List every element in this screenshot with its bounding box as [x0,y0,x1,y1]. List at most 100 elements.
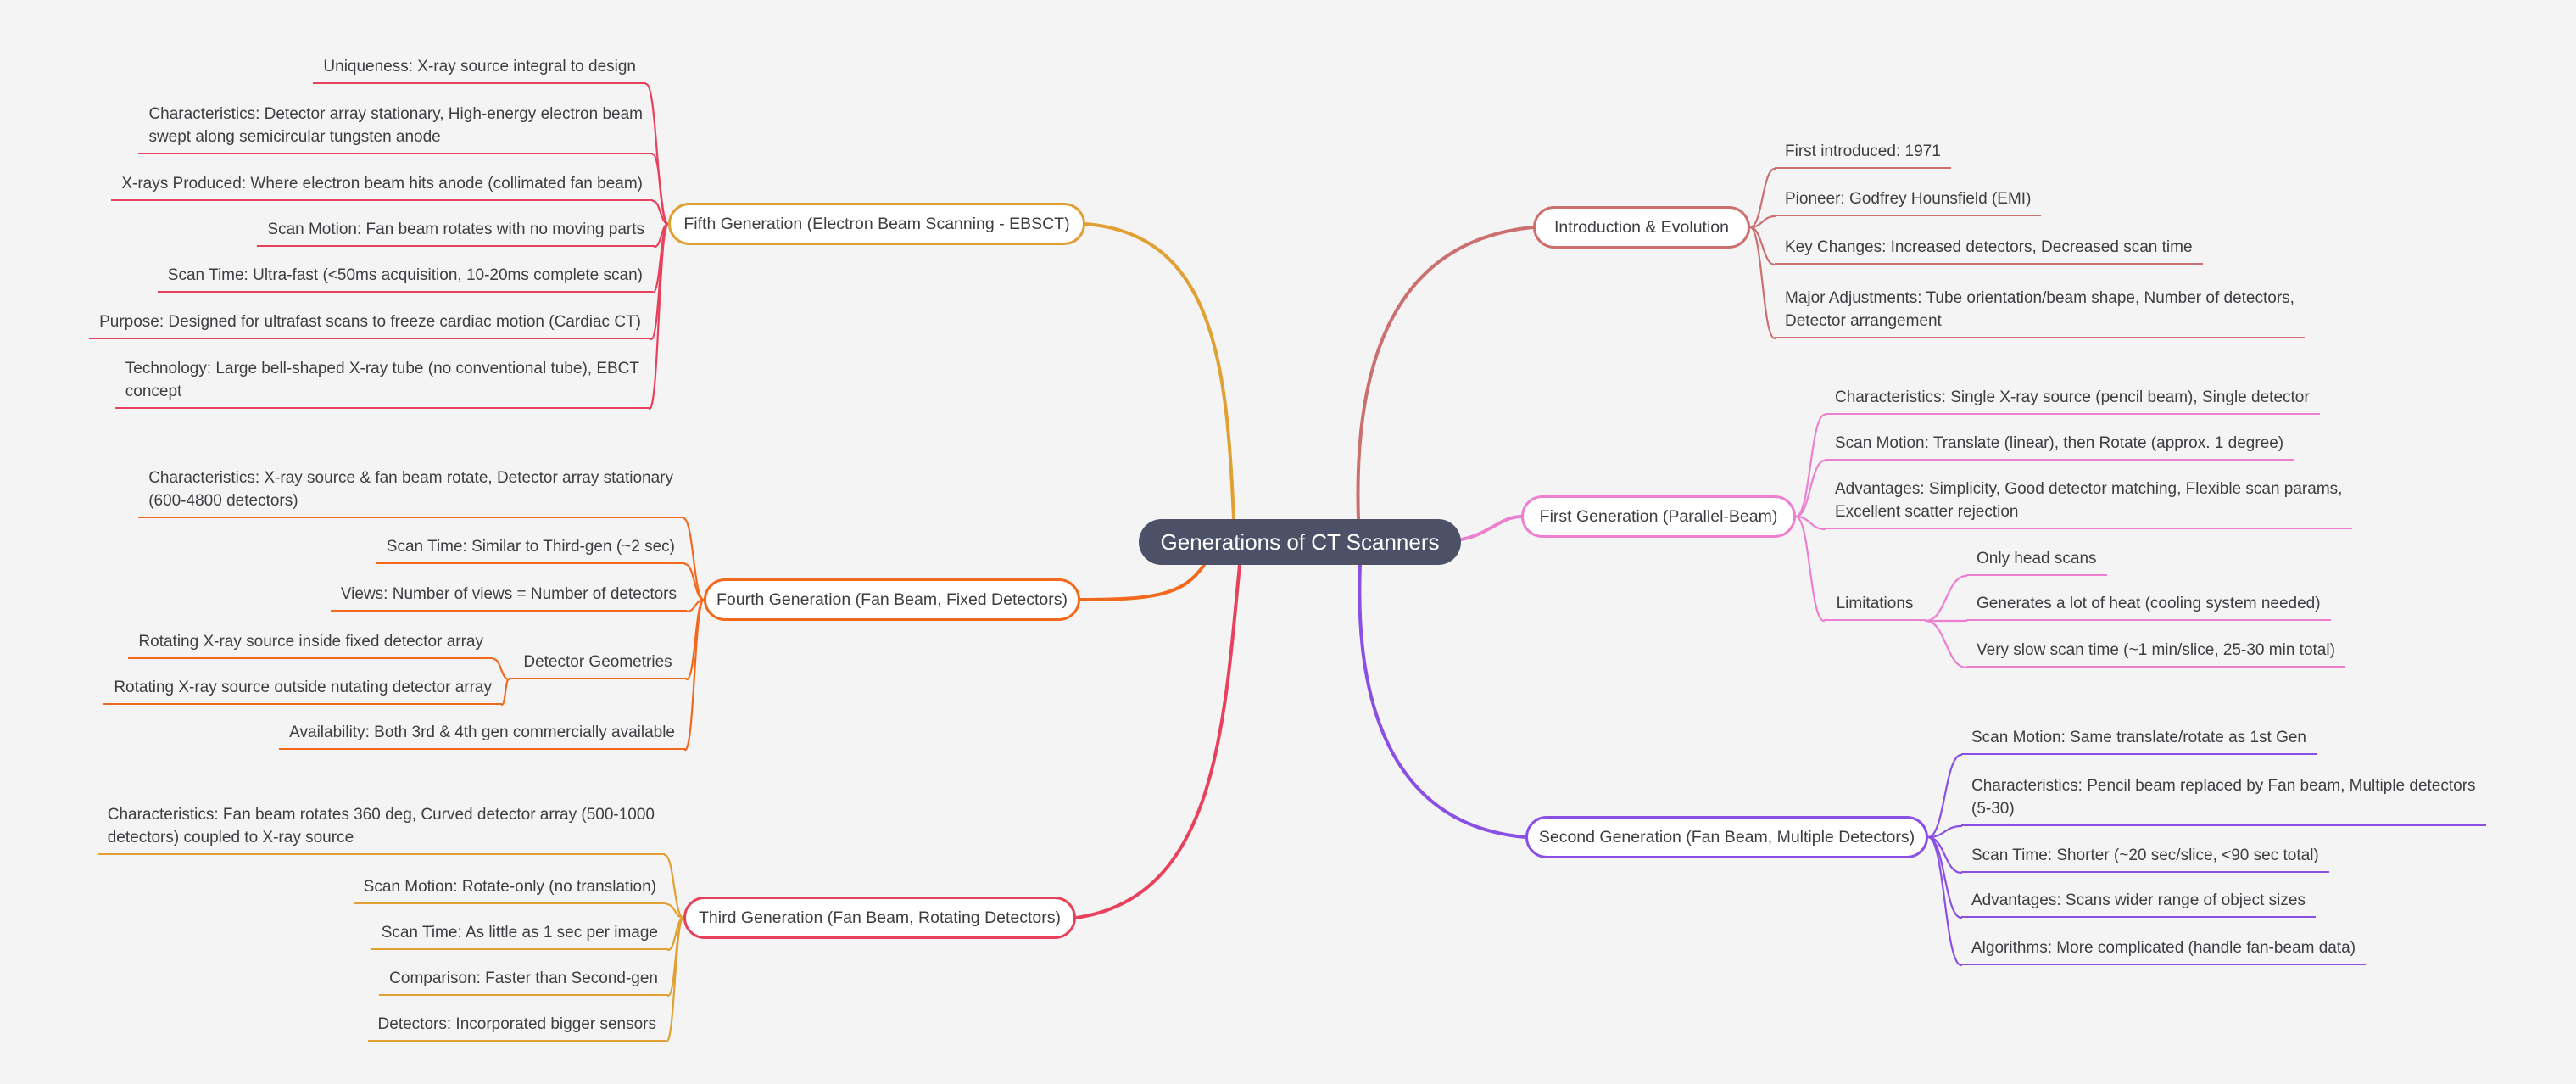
link-path [1794,515,1826,623]
leaf-third-generation: Detectors: Incorporated bigger sensors [367,1013,666,1042]
leaf-line: Scan Motion: Translate (linear), then Ro… [1835,434,2284,452]
leaf-first-generation: Only head scans [1966,547,2107,576]
leaf-line: Uniqueness: X-ray source integral to des… [323,58,636,75]
leaf-fifth-generation: Scan Motion: Fan beam rotates with no mo… [257,218,655,247]
link-path [1748,226,1776,340]
leaf-second-generation: Scan Time: Shorter (~20 sec/slice, <90 s… [1961,844,2329,873]
leaf-line: Purpose: Designed for ultrafast scans to… [99,313,641,331]
leaf-first-generation: Advantages: Simplicity, Good detector ma… [1825,478,2353,529]
leaf-line: Major Adjustments: Tube orientation/beam… [1785,289,2294,307]
leaf-third-generation: Scan Motion: Rotate-only (no translation… [353,875,666,904]
leaf-line: (5-30) [1971,800,2015,818]
leaf-line: Advantages: Scans wider range of object … [1971,891,2306,909]
link-path [1079,563,1206,601]
leaf-line: Characteristics: Detector array stationa… [148,105,643,123]
leaf-line: concept [125,383,182,400]
link-path [1794,413,1826,518]
leaf-line: swept along semicircular tungsten anode [148,128,441,146]
branch-node-second-generation[interactable]: Second Generation (Fan Beam, Multiple De… [1525,816,1928,858]
link-path [1926,835,1963,967]
leaf-third-generation: Comparison: Faster than Second-gen [379,967,668,996]
link-path [665,916,685,1043]
leaf-introduction-evolution: Pioneer: Godfrey Hounsfield (EMI) [1775,187,2042,216]
leaf-fifth-generation: Characteristics: Detector array stationa… [138,103,653,154]
subtopic-fourth-generation[interactable]: Detector Geometries [509,651,687,679]
subtopic-first-generation[interactable]: Limitations [1824,592,1926,621]
leaf-fifth-generation: X-rays Produced: Where electron beam hit… [111,172,653,201]
link-path [1794,515,1826,531]
link-path [1926,753,1963,839]
leaf-line: Technology: Large bell-shaped X-ray tube… [125,360,639,377]
leaf-fifth-generation: Scan Time: Ultra-fast (<50ms acquisition… [157,264,653,293]
link-path [1748,167,1776,229]
branch-node-fourth-generation[interactable]: Fourth Generation (Fan Beam, Fixed Detec… [704,578,1080,621]
leaf-line: Characteristics: Pencil beam replaced by… [1971,777,2476,795]
leaf-line: Scan Motion: Rotate-only (no translation… [363,878,656,896]
leaf-fourth-generation: Characteristics: X-ray source & fan beam… [138,467,683,518]
leaf-fifth-generation: Technology: Large bell-shaped X-ray tube… [114,357,650,409]
leaf-line: Scan Motion: Fan beam rotates with no mo… [267,221,644,238]
leaf-line: (600-4800 detectors) [148,492,298,510]
root-node[interactable]: Generations of CT Scanners [1139,519,1461,565]
link-path [1358,563,1527,839]
link-path [1356,226,1535,521]
link-path [682,517,705,601]
leaf-fourth-generation: Rotating X-ray source outside nutating d… [103,676,502,705]
leaf-third-generation: Scan Time: As little as 1 sec per image [371,921,668,950]
leaf-line: Comparison: Faster than Second-gen [389,969,658,987]
leaf-line: Algorithms: More complicated (handle fan… [1971,939,2356,957]
leaf-line: Detector Geometries [523,653,672,671]
link-path [1074,563,1241,919]
link-path [1794,459,1826,518]
link-path [1084,222,1235,521]
link-path [1748,226,1776,266]
link-path [683,598,705,752]
leaf-line: Views: Number of views = Number of detec… [340,585,677,603]
leaf-line: Scan Time: Similar to Third-gen (~2 sec) [386,538,675,556]
leaf-introduction-evolution: First introduced: 1971 [1775,140,1951,169]
leaf-line: First introduced: 1971 [1785,142,1941,160]
leaf-first-generation: Characteristics: Single X-ray source (pe… [1825,386,2320,415]
leaf-line: Rotating X-ray source inside fixed detec… [138,633,483,651]
leaf-line: Characteristics: X-ray source & fan beam… [148,469,673,487]
leaf-fifth-generation: Uniqueness: X-ray source integral to des… [313,55,646,84]
leaf-line: Key Changes: Increased detectors, Decrea… [1785,238,2193,256]
leaf-first-generation: Scan Motion: Translate (linear), then Ro… [1825,432,2294,461]
leaf-line: X-rays Produced: Where electron beam hit… [121,175,643,193]
link-path [1924,574,1968,623]
link-path [683,562,705,601]
leaf-fourth-generation: Scan Time: Similar to Third-gen (~2 sec) [376,535,685,564]
leaf-second-generation: Scan Motion: Same translate/rotate as 1s… [1961,726,2317,755]
link-path [648,222,670,411]
leaf-third-generation: Characteristics: Fan beam rotates 360 de… [97,803,665,855]
leaf-line: Generates a lot of heat (cooling system … [1977,595,2321,612]
leaf-fourth-generation: Views: Number of views = Number of detec… [330,583,687,612]
branch-node-introduction-evolution[interactable]: Introduction & Evolution [1533,206,1750,249]
leaf-line: Limitations [1836,595,1914,612]
leaf-line: Detectors: Incorporated bigger sensors [377,1015,656,1033]
leaf-line: Characteristics: Single X-ray source (pe… [1835,388,2310,406]
leaf-line: Rotating X-ray source outside nutating d… [114,679,492,696]
leaf-first-generation: Generates a lot of heat (cooling system … [1966,592,2331,621]
leaf-line: Very slow scan time (~1 min/slice, 25-30… [1977,641,2335,659]
link-path [1924,619,1968,669]
link-path [1459,515,1523,541]
leaf-line: Pioneer: Godfrey Hounsfield (EMI) [1785,190,2032,208]
branch-node-first-generation[interactable]: First Generation (Parallel-Beam) [1521,495,1796,538]
link-path [492,657,510,681]
leaf-introduction-evolution: Key Changes: Increased detectors, Decrea… [1775,236,2203,265]
leaf-line: Availability: Both 3rd & 4th gen commerc… [289,724,675,741]
branch-node-fifth-generation[interactable]: Fifth Generation (Electron Beam Scanning… [668,203,1085,245]
link-path [651,199,670,226]
leaf-line: Advantages: Simplicity, Good detector ma… [1835,480,2343,498]
leaf-introduction-evolution: Major Adjustments: Tube orientation/beam… [1775,287,2305,338]
branch-node-third-generation[interactable]: Third Generation (Fan Beam, Rotating Det… [683,897,1076,939]
leaf-line: detectors) coupled to X-ray source [107,829,354,847]
leaf-line: Only head scans [1977,550,2097,567]
leaf-second-generation: Algorithms: More complicated (handle fan… [1961,936,2367,965]
leaf-fourth-generation: Availability: Both 3rd & 4th gen commerc… [279,721,685,750]
leaf-line: Excellent scatter rejection [1835,503,2019,521]
leaf-line: Detector arrangement [1785,312,1942,330]
